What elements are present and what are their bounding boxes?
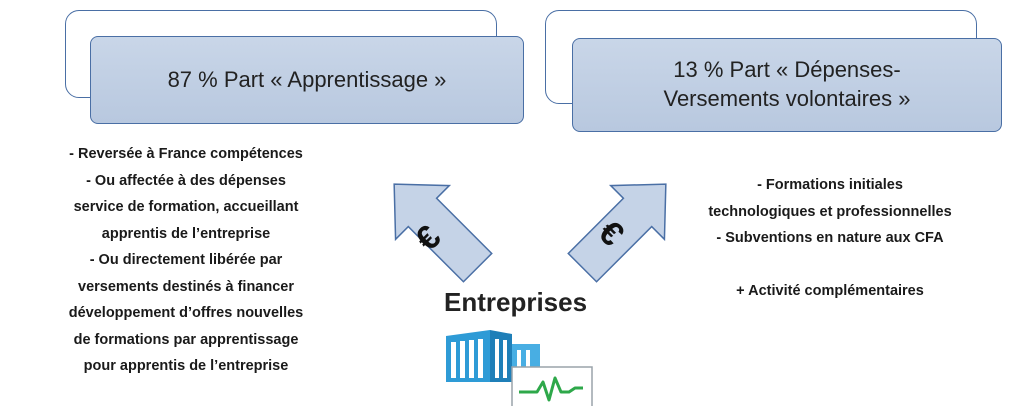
left-card-label: 87 % Part « Apprentissage »	[167, 66, 447, 92]
left-note-line: pour apprentis de l’entreprise	[83, 358, 289, 374]
right-notes: - Formations initiales technologiques et…	[645, 172, 1015, 304]
right-card-line1: 13 % Part « Dépenses-	[673, 57, 901, 83]
left-note-line: de formations par apprentissage	[73, 331, 299, 348]
left-note-line: - Ou affectée à des dépenses	[86, 172, 286, 189]
right-note-line: + Activité complémentaires	[736, 282, 924, 299]
left-note-line: développement d’offres nouvelles	[68, 305, 304, 321]
right-note-line	[645, 252, 1015, 278]
left-note-line: - Ou directement libérée par	[89, 252, 283, 268]
left-note-line: service de formation, accueillant	[73, 199, 299, 215]
left-note-line: apprentis de l’entreprise	[101, 225, 271, 242]
pulse-icon	[511, 366, 593, 406]
left-notes: - Reversée à France compétences - Ou aff…	[0, 141, 372, 380]
right-euro-arrow: €	[567, 183, 667, 283]
left-note-line: versements destinés à financer	[78, 278, 294, 295]
right-note-line: - Subventions en nature aux CFA	[716, 230, 944, 246]
right-card: 13 % Part « Dépenses- Versements volonta…	[572, 38, 1002, 132]
left-card: 87 % Part « Apprentissage »	[90, 36, 524, 124]
right-card-line2: Versements volontaires »	[663, 86, 911, 111]
right-note-line: - Formations initiales	[757, 177, 903, 193]
center-title: Entreprises	[444, 287, 588, 317]
left-euro-arrow: €	[393, 183, 493, 283]
left-note-line: - Reversée à France compétences	[69, 146, 303, 162]
right-note-line: technologiques et professionnelles	[708, 203, 952, 220]
